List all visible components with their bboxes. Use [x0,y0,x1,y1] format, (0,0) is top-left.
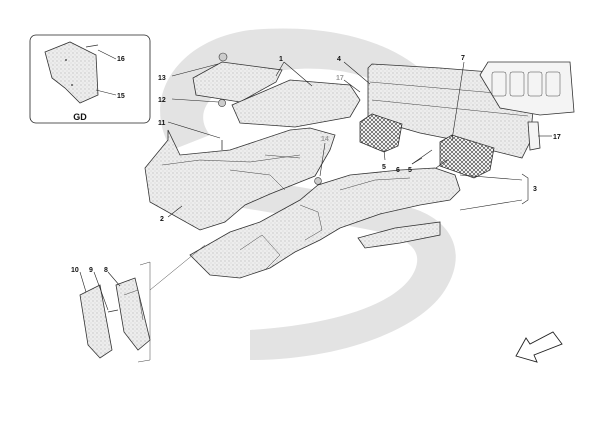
callout-6: 6 [396,167,400,174]
mesh-pocket-left [359,113,403,153]
screw-part-16 [85,44,99,48]
callout-12: 12 [158,97,166,104]
callout-15: 15 [117,93,125,100]
arrow-down-left-icon [515,331,563,363]
small-carpet-part-13 [192,52,283,103]
callout-14: 14 [321,136,329,143]
callout-16: 16 [117,56,125,63]
screw-part-9 [107,309,119,313]
strip-part-17 [527,121,541,151]
side-panel-part-10 [79,284,113,359]
callout-4: 4 [337,56,341,63]
mesh-pocket-right [439,134,495,179]
callout-2: 2 [160,216,164,223]
callout-10: 10 [71,267,79,274]
large-carpet-part-1 [231,79,361,128]
callout-13: 13 [158,75,166,82]
floor-carpet-part-2 [144,127,336,231]
callout-9: 9 [89,267,93,274]
panel-part-15 [44,41,99,104]
inset-detail-gd: 16 15 GD [29,34,151,124]
callout-8: 8 [104,267,108,274]
inset-label: GD [73,112,87,122]
side-panel-part-8 [115,277,151,351]
callout-1: 1 [279,56,283,63]
callout-3: 3 [533,186,537,193]
fastener-part-12 [218,99,226,107]
leader-lines [79,61,552,311]
tunnel-carpet-part-3 [189,167,461,279]
callout-7: 7 [461,55,465,62]
fastener-part-14 [314,177,322,185]
callout-5-left: 5 [382,164,386,171]
callout-11: 11 [158,120,166,127]
watermark-logo [160,28,456,360]
rear-panel [479,61,575,116]
callout-17-left: 17 [336,75,344,82]
callout-5-right: 5 [408,167,412,174]
callout-17-right: 17 [553,134,561,141]
